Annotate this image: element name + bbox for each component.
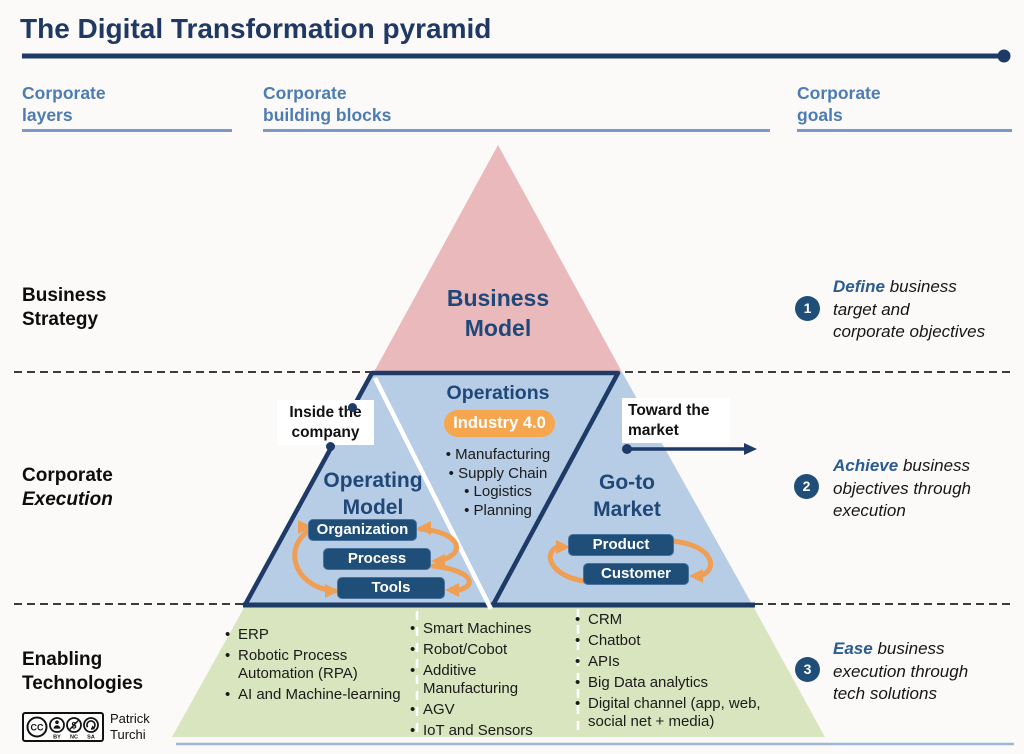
- cc-sa-label: SA: [87, 735, 95, 741]
- goal-badge-1: 1: [795, 296, 820, 321]
- layer-label-corporate-execution: Corporate Execution: [22, 464, 113, 512]
- goal-keyword: Ease: [833, 639, 873, 658]
- cc-license-badge: CC $ BY NC SA: [22, 712, 104, 742]
- tech-item: Smart Machines: [410, 620, 565, 638]
- tech-item: APIs: [575, 653, 771, 671]
- goal-line3: tech solutions: [833, 684, 937, 703]
- toward-the-market-label: Toward the market: [622, 398, 730, 443]
- cc-logo-text: CC: [31, 723, 44, 733]
- product-box: Product: [568, 534, 674, 556]
- operations-title: Operations: [446, 382, 550, 404]
- inside-connector-dot-top: [348, 403, 357, 412]
- cc-by-person-body: [53, 725, 61, 729]
- cc-nc-label: NC: [70, 735, 78, 741]
- operations-item: Planning: [464, 502, 532, 519]
- goal-text-ease: Ease business execution through tech sol…: [833, 638, 1023, 706]
- toward-market-arrow-dot: [622, 444, 632, 454]
- header-corporate-layers: Corporate layers: [22, 83, 106, 125]
- goal-badge-2: 2: [794, 474, 819, 499]
- tech-item: Big Data analytics: [575, 674, 771, 692]
- tech-item: Robot/Cobot: [410, 641, 565, 659]
- tech-column-1: ERP Robotic Process Automation (RPA) AI …: [225, 626, 403, 707]
- author-credit: Patrick Turchi: [110, 711, 150, 742]
- goal-line1-rest: business: [902, 456, 971, 475]
- industry-4-0-badge: Industry 4.0: [444, 410, 555, 437]
- cc-by-person-head: [55, 720, 59, 724]
- inside-connector-dot-bottom: [326, 442, 335, 451]
- arrowhead-into-process-right: [431, 554, 445, 568]
- goal-line2: execution through: [833, 661, 969, 681]
- goal-line3: execution: [833, 501, 906, 520]
- header-corporate-building-blocks: Corporate building blocks: [263, 83, 392, 125]
- cc-by-label: BY: [53, 735, 61, 741]
- tech-column-3: CRM Chatbot APIs Big Data analytics Digi…: [575, 611, 771, 734]
- tools-box: Tools: [337, 577, 445, 599]
- tech-item: Digital channel (app, web, social net + …: [575, 695, 771, 731]
- tech-item: Additive Manufacturing: [410, 662, 565, 698]
- cc-license-icons: CC $ BY NC SA: [26, 716, 99, 741]
- cc-sa-arrow-icon: [83, 717, 99, 733]
- tech-item: AGV: [410, 701, 565, 719]
- goal-badge-3: 3: [795, 657, 820, 682]
- cc-by-person-icon: [49, 717, 65, 733]
- goal-text-define: Define business target and corporate obj…: [833, 276, 1023, 344]
- organization-box: Organization: [308, 519, 417, 541]
- goal-keyword: Define: [833, 277, 885, 296]
- goal-line1-rest: business: [877, 639, 945, 658]
- tech-item: AI and Machine-learning: [225, 686, 403, 704]
- cc-nc-dollar-icon: [66, 717, 82, 733]
- business-model-label: Business Model: [446, 285, 550, 341]
- tech-column-2: Smart Machines Robot/Cobot Additive Manu…: [410, 620, 565, 743]
- title-underline-end-dot: [997, 49, 1011, 63]
- page-title: The Digital Transformation pyramid: [20, 13, 492, 44]
- tech-item: IoT and Sensors: [410, 722, 565, 740]
- arrowhead-into-tools-right: [445, 583, 459, 597]
- arrowhead-into-customer-right: [689, 569, 703, 583]
- tech-item: ERP: [225, 626, 403, 644]
- toward-market-arrowhead: [744, 443, 757, 455]
- goal-line1-rest: business: [889, 277, 957, 296]
- arrowhead-into-organization-right: [417, 521, 431, 535]
- customer-box: Customer: [583, 563, 689, 585]
- operations-item: Logistics: [464, 483, 532, 500]
- operations-item: Supply Chain: [449, 465, 548, 482]
- corporate-execution-line1: Corporate: [22, 465, 113, 486]
- goal-text-achieve: Achieve business objectives through exec…: [833, 455, 1023, 523]
- operating-model-title: Operating Model: [323, 469, 423, 519]
- cc-nc-slash: [69, 720, 79, 730]
- layer-label-enabling-technologies: Enabling Technologies: [22, 649, 144, 694]
- go-to-market-title: Go-to Market: [593, 471, 661, 521]
- operations-bullet-list: Manufacturing Supply Chain Logistics Pla…: [415, 446, 581, 520]
- inside-the-company-label: Inside the company: [277, 400, 374, 445]
- goal-keyword: Achieve: [833, 456, 899, 475]
- goal-line2: objectives through: [833, 478, 971, 498]
- corporate-execution-line2: Execution: [22, 489, 113, 510]
- header-corporate-goals: Corporate goals: [797, 83, 881, 125]
- goal-line2: target and: [833, 299, 910, 319]
- cc-logo-icon: [26, 716, 48, 738]
- tech-item: Robotic Process Automation (RPA): [225, 647, 403, 683]
- operations-item: Manufacturing: [446, 446, 550, 463]
- tech-item: Chatbot: [575, 632, 771, 650]
- layer-label-business-strategy: Business Strategy: [22, 285, 107, 330]
- cc-sa-arrowhead: [91, 725, 95, 730]
- goal-line3: corporate objectives: [833, 322, 986, 341]
- tech-item: CRM: [575, 611, 771, 629]
- process-box: Process: [323, 548, 431, 570]
